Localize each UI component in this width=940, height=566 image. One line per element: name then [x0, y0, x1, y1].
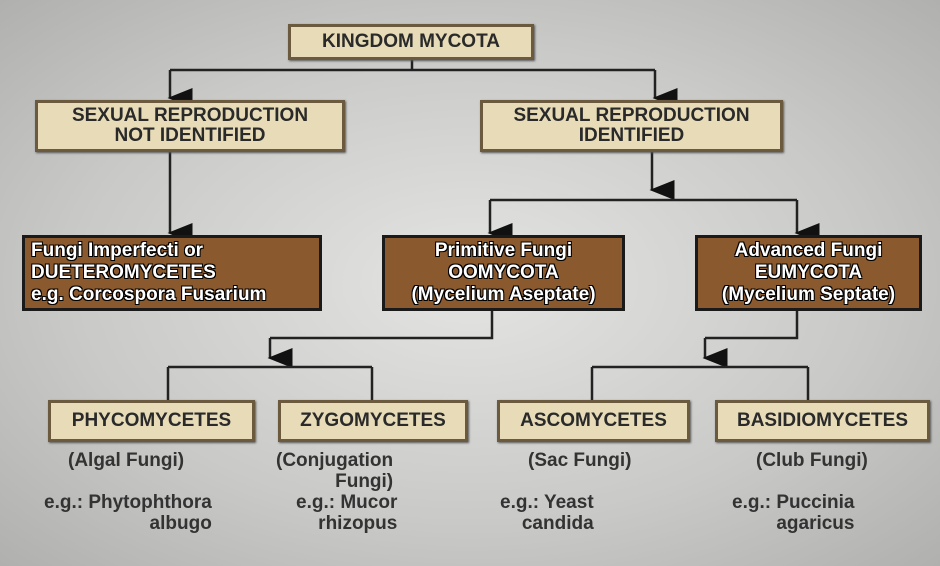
example-line: candida: [521, 513, 594, 534]
common-name-line: Fungi): [335, 471, 394, 492]
example-line: e.g.: Puccinia: [732, 492, 855, 513]
node-label: e.g. Corcospora Fusarium: [31, 284, 267, 305]
node-label: (Mycelium Septate): [721, 284, 896, 305]
node-label: OOMYCOTA: [448, 262, 559, 283]
node-label: SEXUAL REPRODUCTION: [71, 105, 309, 126]
root-node: KINGDOM MYCOTA: [288, 24, 534, 60]
node-label: Primitive Fungi: [434, 240, 573, 261]
common-name: (Club Fungi): [756, 450, 868, 471]
node-label: ASCOMYCETES: [520, 410, 667, 431]
connector: [166, 365, 374, 400]
node-label: DUETEROMYCETES: [31, 262, 216, 283]
node-label: NOT IDENTIFIED: [114, 125, 266, 146]
node-ascomycetes: ASCOMYCETES: [497, 400, 690, 442]
example-line: agaricus: [776, 513, 855, 534]
node-label: IDENTIFIED: [578, 125, 685, 146]
example-line: albugo: [149, 513, 212, 534]
node-label: SEXUAL REPRODUCTION: [513, 105, 750, 126]
connector: [705, 310, 799, 340]
example-line: rhizopus: [318, 513, 398, 534]
example-line: e.g.: Phytophthora: [44, 492, 212, 513]
common-name: (Sac Fungi): [528, 450, 632, 471]
node-label: (Mycelium Aseptate): [411, 284, 596, 305]
node-label: ZYGOMYCETES: [300, 410, 446, 431]
root-label: KINGDOM MYCOTA: [321, 31, 501, 52]
node-label: BASIDIOMYCETES: [736, 410, 909, 431]
node-label: EUMYCOTA: [754, 262, 863, 283]
node-basidiomycetes: BASIDIOMYCETES: [715, 400, 930, 442]
common-name-line: (Conjugation: [276, 450, 394, 471]
node-label: PHYCOMYCETES: [71, 410, 232, 431]
common-name: (Algal Fungi): [68, 450, 185, 471]
example-line: e.g.: Yeast: [500, 492, 594, 513]
connector: [170, 58, 655, 72]
node-zygomycetes: ZYGOMYCETES: [278, 400, 468, 442]
connector: [590, 365, 810, 400]
node-label: Advanced Fungi: [734, 240, 883, 261]
example-line: e.g.: Mucor: [296, 492, 398, 513]
node-label: Fungi Imperfecti or: [31, 240, 204, 261]
node-phycomycetes: PHYCOMYCETES: [48, 400, 255, 442]
connector: [270, 310, 494, 340]
